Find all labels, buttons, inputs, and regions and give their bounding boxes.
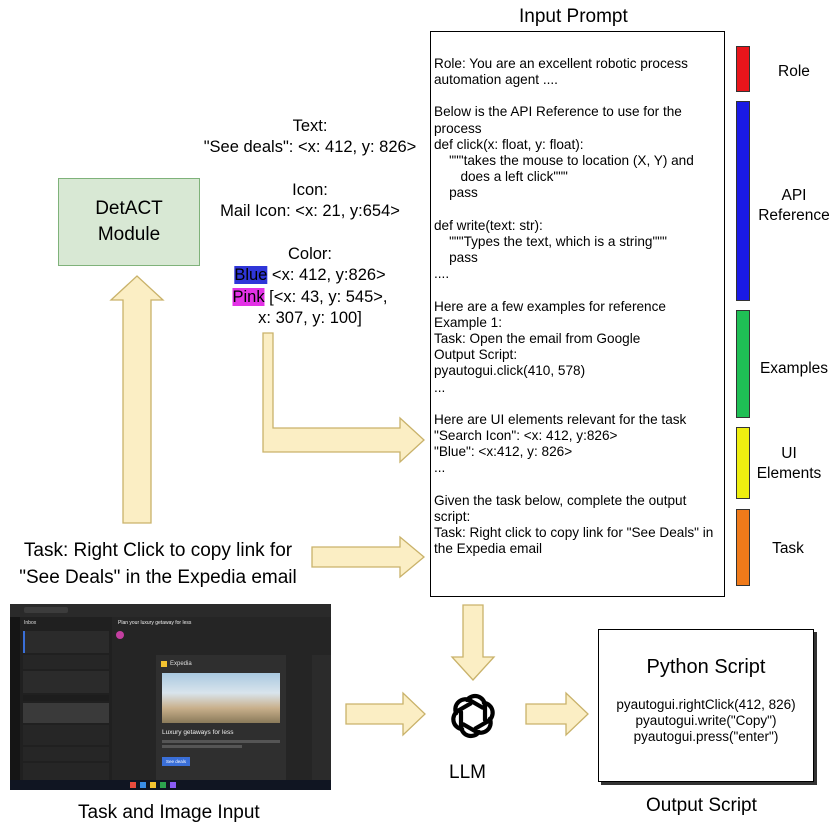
arrow-task-to-prompt: [311, 535, 426, 579]
screenshot-see-deals-button[interactable]: See deals: [162, 757, 191, 766]
arrow-up-to-detact: [109, 275, 165, 524]
examples-bar: [736, 310, 750, 418]
screenshot-nav-rail: [10, 617, 20, 790]
screenshot-email-body: Expedia Luxury getaways for less See dea…: [156, 655, 286, 780]
screenshot-titlebar: [10, 604, 331, 617]
blue-swatch: Blue: [234, 266, 268, 284]
color-output-header: Color:: [287, 245, 333, 263]
prompt-api-section: Below is the API Reference to use for th…: [434, 104, 694, 282]
task-line1: Task: Right Click to copy link for: [23, 540, 293, 561]
text-output-header: Text:: [292, 117, 328, 135]
screenshot-email-subject: Plan your luxury getaway for less: [118, 620, 192, 626]
screenshot-message-list: Inbox: [20, 617, 112, 781]
screenshot-hero-image: [162, 673, 280, 723]
python-line-right-click: pyautogui.rightClick(412, 826): [616, 697, 796, 712]
task-and-image-input-heading: Task and Image Input: [78, 802, 260, 823]
task-bar-label: Task: [772, 540, 804, 557]
api-reference-bar-label: API Reference: [758, 187, 830, 224]
expedia-logo-icon: [161, 661, 167, 667]
screenshot-inbox-label: Inbox: [24, 620, 37, 626]
output-script-heading: Output Script: [646, 795, 757, 816]
detact-module-box: DetACT Module: [58, 178, 200, 266]
python-line-write: pyautogui.write("Copy"): [635, 713, 777, 728]
icon-output-header: Icon:: [292, 181, 328, 199]
color-output-pink-line: Pink [<x: 43, y: 545>,: [232, 287, 388, 308]
api-reference-bar: [736, 101, 750, 301]
text-output-line: "See deals": <x: 412, y: 826>: [203, 138, 417, 156]
role-bar-label: Role: [778, 63, 810, 80]
task-line2: "See Deals" in the Expedia email: [19, 567, 297, 588]
screenshot-hero-title: Luxury getaways for less: [162, 729, 234, 736]
color-output-blue-line: Blue <x: 412, y:826>: [234, 265, 386, 286]
examples-bar-label: Examples: [759, 360, 829, 377]
ui-elements-bar-label: UI Elements: [756, 445, 822, 482]
arrow-llm-to-script: [525, 691, 589, 737]
blue-coords: <x: 412, y:826>: [267, 266, 386, 284]
arrow-colors-to-ui-elements: [262, 332, 425, 464]
prompt-examples-section: Here are a few examples for reference Ex…: [434, 298, 666, 395]
ui-elements-bar: [736, 427, 750, 499]
arrow-prompt-to-llm: [450, 604, 496, 681]
llm-openai-icon: [451, 693, 495, 739]
prompt-role-section: Role: You are an excellent robotic proce…: [434, 56, 692, 88]
input-prompt-box: Role: You are an excellent robotic proce…: [430, 31, 725, 597]
detact-module-label-line2: Module: [97, 224, 161, 245]
arrow-image-to-llm: [345, 691, 426, 737]
llm-label: LLM: [449, 762, 486, 783]
task-description: Task: Right Click to copy link for "See …: [8, 537, 308, 591]
screenshot-reading-pane: Plan your luxury getaway for less Expedi…: [112, 617, 331, 780]
screenshot-sender-avatar: [116, 631, 124, 639]
role-bar: [736, 46, 750, 92]
prompt-ui-elements-section: Here are UI elements relevant for the ta…: [434, 411, 687, 476]
email-client-screenshot: Inbox Plan your luxury getaway for less …: [10, 604, 331, 790]
pink-swatch: Pink: [232, 288, 265, 306]
python-script-box: Python Script pyautogui.rightClick(412, …: [598, 629, 814, 782]
screenshot-search-box: [24, 607, 68, 613]
pink-coords: [<x: 43, y: 545>,: [264, 288, 388, 306]
screenshot-brand: Expedia: [170, 661, 192, 667]
icon-output-line: Mail Icon: <x: 21, y:654>: [220, 202, 400, 220]
python-line-press: pyautogui.press("enter"): [633, 729, 779, 744]
task-bar: [736, 509, 750, 586]
color-output-pink-line2: x: 307, y: 100]: [258, 309, 362, 327]
prompt-task-section: Given the task below, complete the outpu…: [434, 492, 714, 557]
detact-module-label-line1: DetACT: [95, 198, 163, 219]
python-script-title: Python Script: [646, 656, 766, 678]
input-prompt-heading: Input Prompt: [519, 6, 628, 27]
